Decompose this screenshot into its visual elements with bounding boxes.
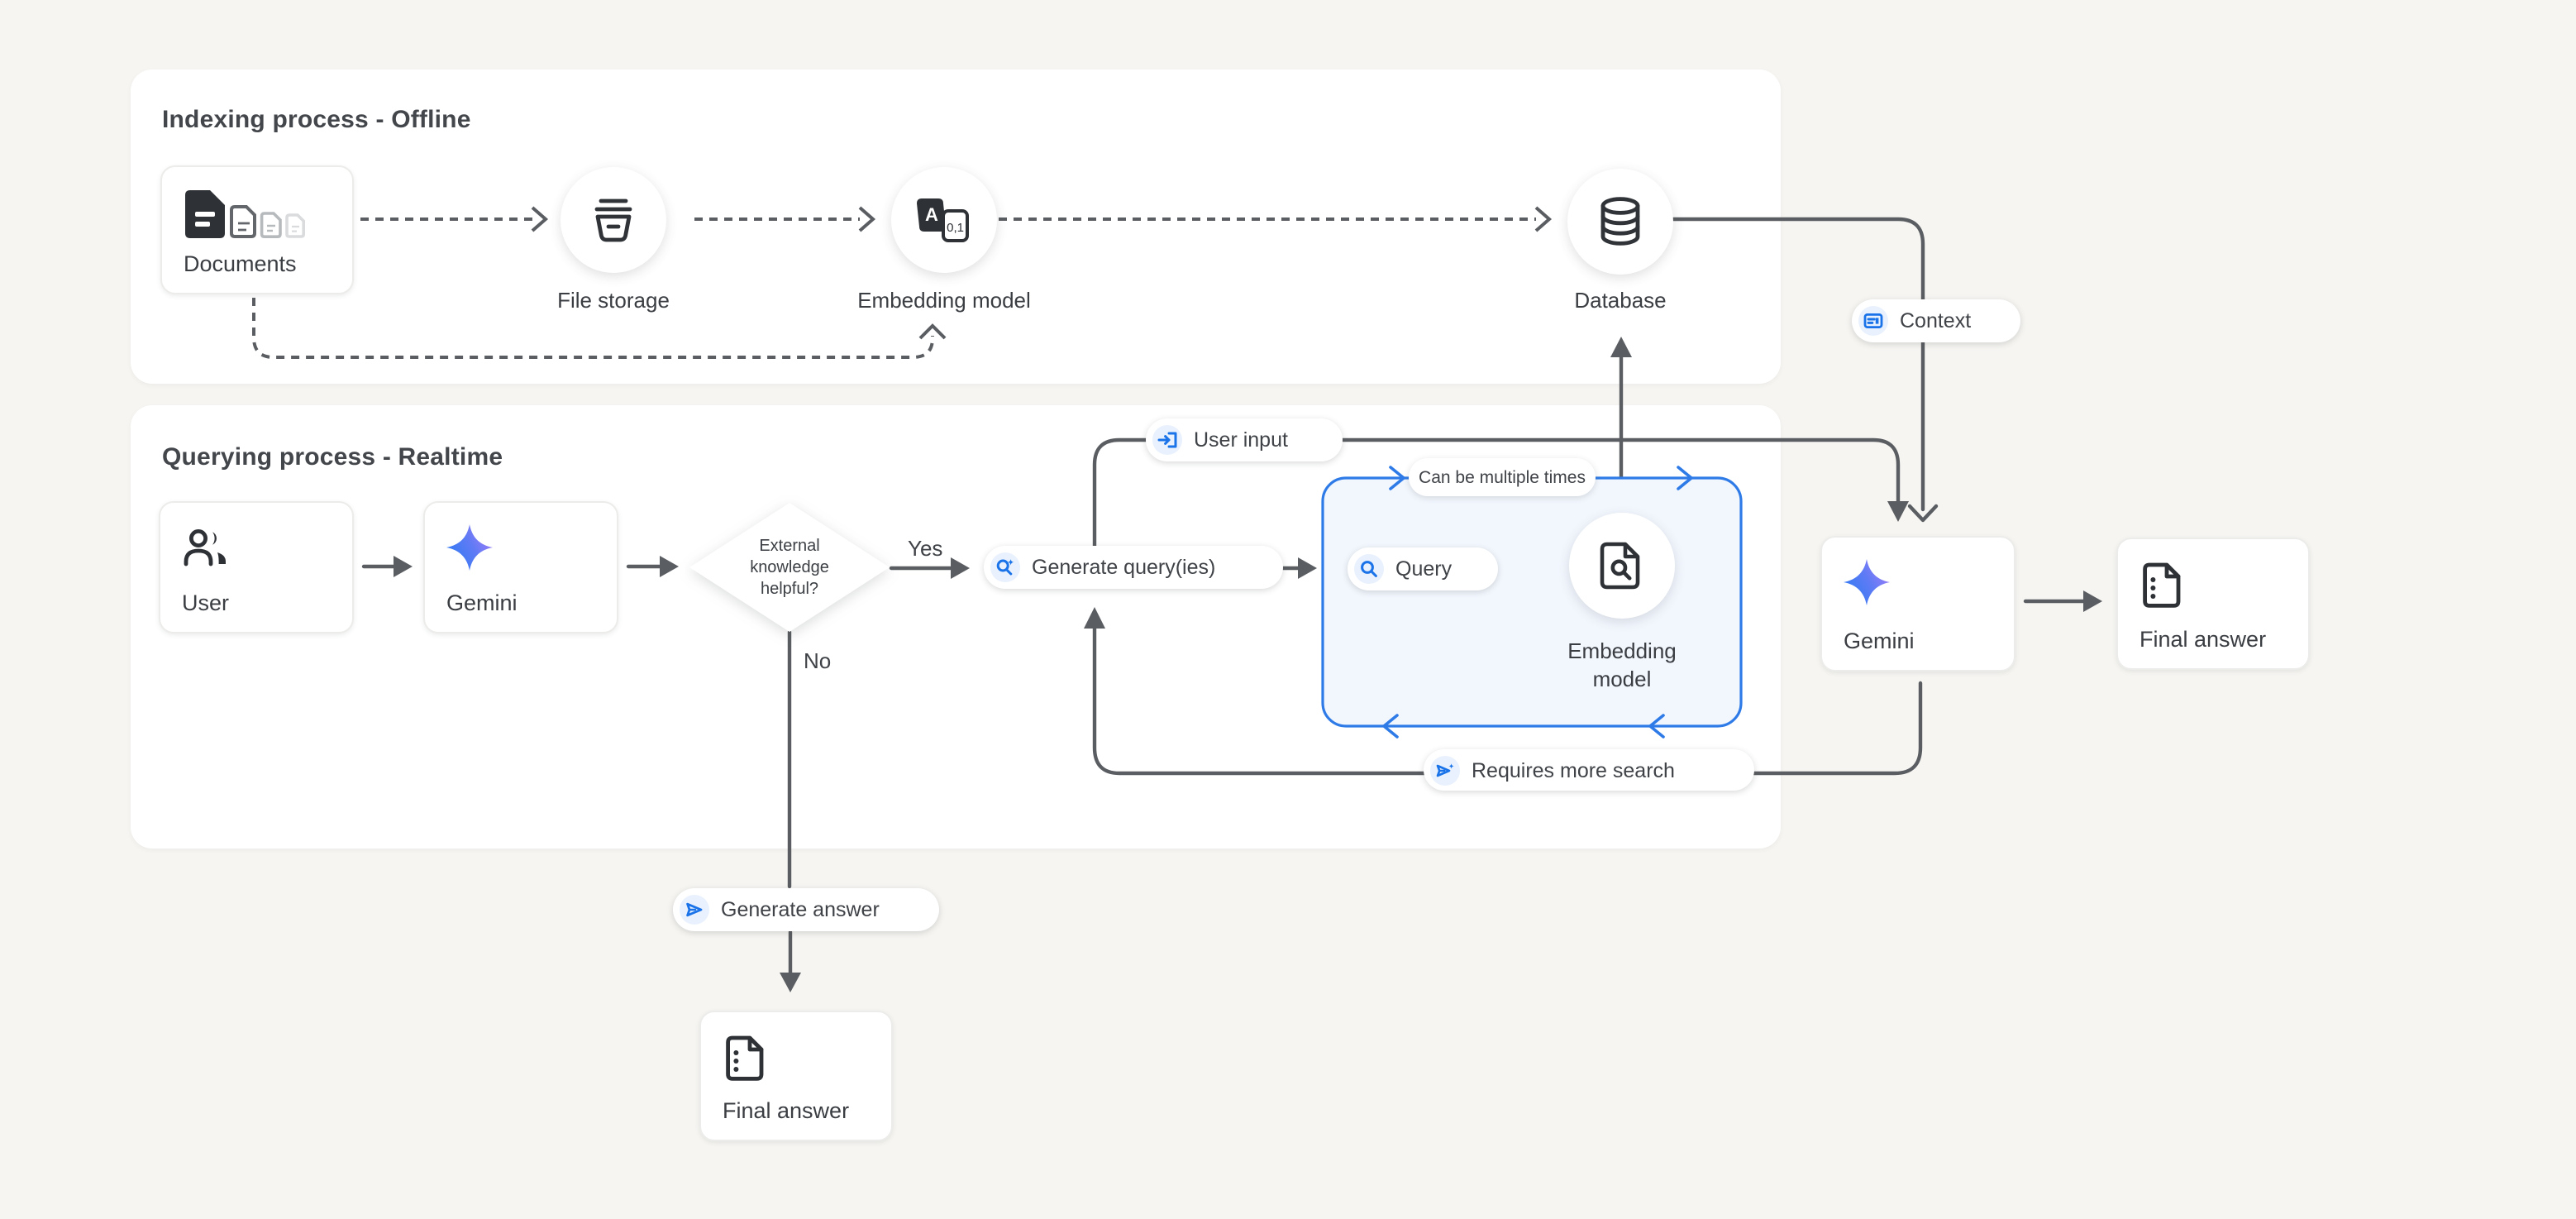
arrowhead-up bbox=[1610, 337, 1632, 357]
user-icon bbox=[184, 528, 226, 566]
file-storage-icon bbox=[594, 198, 632, 242]
decision-line2: knowledge bbox=[750, 558, 829, 576]
arrowhead-right bbox=[660, 556, 679, 577]
can-be-multiple-label: Can be multiple times bbox=[1419, 467, 1586, 487]
blue-arrowhead-right bbox=[1677, 466, 1693, 490]
gemini-right-node: Gemini bbox=[1820, 536, 2015, 672]
can-be-multiple-pill: Can be multiple times bbox=[1409, 458, 1596, 496]
database-icon bbox=[1600, 197, 1640, 246]
decision-line1: External bbox=[759, 537, 820, 555]
context-icon bbox=[1863, 313, 1883, 328]
gemini-right-label: Gemini bbox=[1844, 629, 1915, 653]
decision-diamond-text: External knowledge helpful? bbox=[689, 503, 890, 632]
user-input-label: User input bbox=[1194, 428, 1288, 452]
final-answer-right-node: Final answer bbox=[2116, 538, 2310, 670]
arrowhead-chevron-right bbox=[1534, 206, 1553, 232]
arrowhead-right bbox=[1298, 557, 1317, 579]
documents-label: Documents bbox=[184, 251, 297, 276]
connector-documents-embedding-feedback bbox=[252, 298, 934, 359]
generate-queries-pill: Generate query(ies) bbox=[984, 546, 1283, 589]
arrowhead-chevron-up bbox=[918, 323, 947, 340]
search-spark-chip bbox=[990, 552, 1020, 582]
arrowhead-chevron-right bbox=[531, 206, 549, 232]
query-pill: Query bbox=[1348, 547, 1498, 590]
arrowhead-up bbox=[1084, 607, 1105, 629]
indexing-title: Indexing process - Offline bbox=[162, 106, 471, 134]
user-node: User bbox=[159, 501, 354, 633]
arrowhead-right bbox=[2083, 590, 2102, 612]
user-label: User bbox=[182, 590, 230, 615]
yes-label: Yes bbox=[908, 536, 943, 561]
query-embedding-model-node bbox=[1569, 513, 1675, 619]
context-pill: Context bbox=[1852, 299, 2020, 342]
user-input-chip bbox=[1152, 425, 1182, 455]
arrowhead-down bbox=[1887, 501, 1909, 522]
gemini-icon bbox=[1844, 559, 1890, 605]
svg-text:A: A bbox=[925, 204, 938, 225]
requires-search-chip bbox=[1430, 755, 1460, 785]
connector-context bbox=[1671, 217, 1925, 512]
querying-title: Querying process - Realtime bbox=[162, 443, 503, 471]
file-storage-label: File storage bbox=[557, 288, 670, 313]
send-icon bbox=[686, 902, 703, 917]
embedding-model-label: Embedding model bbox=[857, 288, 1031, 313]
query-embedding-label-1: Embedding bbox=[1567, 638, 1677, 663]
gemini-icon bbox=[446, 524, 493, 571]
requires-more-search-pill: Requires more search bbox=[1424, 749, 1754, 791]
doc-search-icon bbox=[1600, 542, 1640, 590]
embedding-model-icon: A 0,1 bbox=[917, 198, 969, 242]
database-node bbox=[1567, 169, 1673, 275]
doc-dots-icon bbox=[2143, 562, 2181, 608]
arrowhead-right bbox=[394, 556, 413, 577]
query-chip bbox=[1354, 554, 1384, 584]
documents-node: Documents bbox=[160, 165, 354, 294]
final-answer-bottom-node: Final answer bbox=[699, 1011, 893, 1141]
context-chip bbox=[1858, 306, 1888, 336]
query-label: Query bbox=[1395, 557, 1453, 581]
login-icon bbox=[1157, 432, 1177, 448]
requires-more-search-label: Requires more search bbox=[1472, 758, 1675, 782]
solid-connectors bbox=[361, 217, 2102, 992]
blue-arrowhead-left bbox=[1648, 714, 1665, 739]
user-input-pill: User input bbox=[1146, 418, 1343, 461]
connector-userinput bbox=[1092, 437, 1901, 548]
send-spark-icon bbox=[1436, 762, 1454, 777]
doc-dots-icon bbox=[726, 1035, 764, 1081]
search-spark-icon bbox=[996, 559, 1014, 576]
final-answer-right-label: Final answer bbox=[2140, 627, 2267, 652]
iteration-box-group bbox=[1321, 466, 1743, 739]
blue-arrowhead-left bbox=[1382, 714, 1399, 739]
embedding-model-node: A 0,1 bbox=[891, 167, 997, 273]
gemini-node: Gemini bbox=[423, 501, 618, 633]
decision-diamond: External knowledge helpful? bbox=[689, 503, 890, 632]
arrowhead-chevron-down bbox=[1907, 504, 1939, 523]
file-storage-node bbox=[561, 167, 666, 273]
database-label: Database bbox=[1574, 288, 1667, 313]
search-icon bbox=[1361, 561, 1377, 577]
blue-arrowhead-right bbox=[1389, 466, 1405, 490]
arrowhead-chevron-right bbox=[858, 206, 876, 232]
no-label: No bbox=[804, 648, 832, 673]
svg-text:0,1: 0,1 bbox=[947, 221, 964, 235]
generate-answer-pill: Generate answer bbox=[673, 888, 939, 931]
decision-line3: helpful? bbox=[760, 580, 819, 598]
generate-answer-label: Generate answer bbox=[721, 898, 880, 921]
gemini-label: Gemini bbox=[446, 590, 518, 615]
final-answer-bottom-label: Final answer bbox=[723, 1098, 850, 1123]
arrowhead-down bbox=[780, 973, 801, 992]
dashed-connectors bbox=[252, 206, 1553, 359]
arrowhead-right bbox=[951, 557, 970, 579]
query-embedding-label-2: model bbox=[1592, 667, 1652, 691]
context-label: Context bbox=[1900, 309, 1972, 332]
generate-answer-chip bbox=[680, 895, 709, 925]
generate-queries-label: Generate query(ies) bbox=[1032, 556, 1216, 579]
documents-icon bbox=[185, 190, 305, 238]
